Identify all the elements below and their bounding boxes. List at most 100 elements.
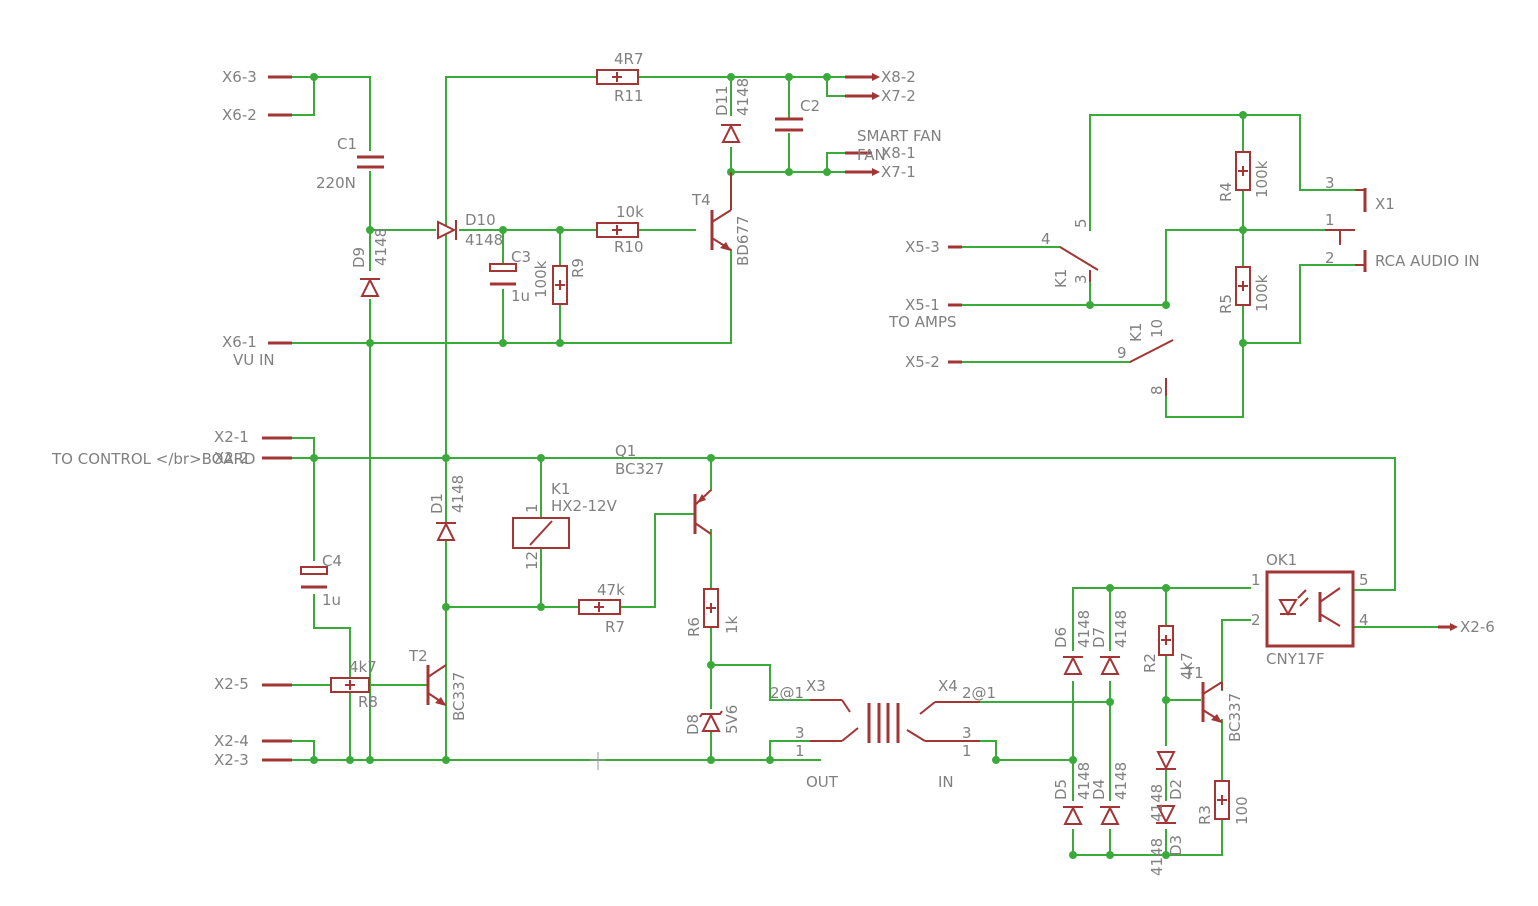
c3-value: 1u bbox=[511, 287, 530, 305]
d8-value: 5V6 bbox=[723, 705, 741, 734]
c3-capacitor bbox=[489, 263, 517, 286]
c2-capacitor bbox=[775, 117, 803, 132]
t2-value: BC337 bbox=[450, 672, 468, 721]
label-fan: FAN bbox=[857, 146, 886, 164]
pin-k1-3: 3 bbox=[1072, 274, 1090, 284]
q1-name: Q1 bbox=[615, 442, 636, 460]
r7-value: 47k bbox=[597, 581, 625, 599]
label-x2-2: X2-2 bbox=[214, 449, 249, 467]
label-x2-6: X2-6 bbox=[1460, 618, 1495, 636]
pin-k1-5: 5 bbox=[1072, 218, 1090, 228]
pin-x4-1: 1 bbox=[962, 742, 972, 760]
k1-contact-name-1: K1 bbox=[1052, 269, 1070, 288]
x3-x4-transformer bbox=[810, 699, 980, 743]
d5-value: 4148 bbox=[1075, 762, 1093, 800]
label-x3: X3 bbox=[806, 677, 826, 695]
r7-resistor bbox=[578, 599, 621, 615]
label-x6-1: X6-1 bbox=[222, 333, 257, 351]
label-to-control: TO CONTROL </br>BOARD bbox=[51, 450, 255, 468]
label-out: OUT bbox=[806, 773, 839, 791]
label-x4: X4 bbox=[938, 677, 958, 695]
d9-name: D9 bbox=[350, 247, 368, 268]
c3-name: C3 bbox=[511, 248, 531, 266]
d3-value: 4148 bbox=[1148, 838, 1166, 876]
pin-k1-8: 8 bbox=[1148, 385, 1166, 395]
d10-diode bbox=[437, 220, 457, 240]
r2-value: 4k7 bbox=[1178, 652, 1196, 680]
r6-resistor bbox=[703, 588, 719, 628]
r5-value: 100k bbox=[1253, 274, 1271, 312]
r10-name: R10 bbox=[614, 238, 644, 256]
d4-value: 4148 bbox=[1112, 762, 1130, 800]
c2-name: C2 bbox=[800, 97, 820, 115]
x7-1-pin bbox=[845, 168, 880, 176]
r5-resistor bbox=[1235, 266, 1251, 306]
c4-capacitor bbox=[300, 566, 328, 589]
d6-diode bbox=[1063, 655, 1083, 675]
grid-marker bbox=[590, 752, 606, 770]
label-x2-3: X2-3 bbox=[214, 751, 249, 769]
pin-k1-10: 10 bbox=[1148, 319, 1166, 338]
x8-2-pin bbox=[845, 73, 880, 81]
c4-value: 1u bbox=[322, 591, 341, 609]
pin-k1-12: 12 bbox=[523, 551, 541, 570]
label-in: IN bbox=[938, 773, 954, 791]
q1-transistor bbox=[693, 489, 712, 535]
pin-ok1-1: 1 bbox=[1251, 571, 1261, 589]
pin-ok1-5: 5 bbox=[1359, 571, 1369, 589]
c1-value: 220N bbox=[316, 174, 356, 192]
r3-value: 100 bbox=[1233, 796, 1251, 825]
label-x2-1: X2-1 bbox=[214, 428, 249, 446]
label-x5-1: X5-1 bbox=[905, 296, 940, 314]
t4-value: BD677 bbox=[734, 216, 752, 266]
r10-resistor bbox=[596, 222, 639, 238]
ok1-optocoupler bbox=[1265, 570, 1355, 648]
r4-name: R4 bbox=[1217, 182, 1235, 202]
pin-ok1-4: 4 bbox=[1359, 611, 1369, 629]
d3-diode bbox=[1156, 805, 1176, 825]
c4-name: C4 bbox=[322, 552, 342, 570]
d4-diode bbox=[1100, 805, 1120, 825]
label-x7-1: X7-1 bbox=[881, 163, 916, 181]
ok1-value: CNY17F bbox=[1266, 650, 1325, 668]
label-x5-3: X5-3 bbox=[905, 238, 940, 256]
label-vu-in: VU IN bbox=[233, 351, 275, 369]
q1-value: BC327 bbox=[615, 460, 664, 478]
t2-transistor bbox=[426, 664, 447, 706]
pin-x1-1: 1 bbox=[1325, 211, 1335, 229]
d5-diode bbox=[1063, 805, 1083, 825]
d1-diode bbox=[436, 521, 456, 541]
r9-resistor bbox=[552, 265, 568, 305]
d1-value: 4148 bbox=[449, 475, 467, 513]
d10-name: D10 bbox=[465, 211, 496, 229]
label-x7-2: X7-2 bbox=[881, 87, 916, 105]
label-x5-2: X5-2 bbox=[905, 353, 940, 371]
r4-resistor bbox=[1235, 151, 1251, 191]
r11-resistor bbox=[596, 69, 639, 85]
label-rca-audio-in: RCA AUDIO IN bbox=[1375, 252, 1480, 270]
d2-name: D2 bbox=[1167, 779, 1185, 800]
label-to-amps: TO AMPS bbox=[888, 313, 957, 331]
r4-value: 100k bbox=[1253, 160, 1271, 198]
k1-contact-name-2: K1 bbox=[1127, 323, 1145, 342]
pin-x1-2: 2 bbox=[1325, 249, 1335, 267]
pin-x4-2at1: 2@1 bbox=[962, 684, 996, 702]
x2-6-pin bbox=[1438, 623, 1458, 631]
label-x2-5: X2-5 bbox=[214, 675, 249, 693]
r2-name: R2 bbox=[1141, 653, 1159, 673]
r3-resistor bbox=[1214, 780, 1230, 820]
d7-diode bbox=[1100, 655, 1120, 675]
label-x8-1: X8-1 bbox=[881, 144, 916, 162]
d5-name: D5 bbox=[1052, 779, 1070, 800]
k1-name: K1 bbox=[551, 480, 570, 498]
pin-x3-2at1: 2@1 bbox=[770, 684, 804, 702]
d7-value: 4148 bbox=[1112, 610, 1130, 648]
d11-diode bbox=[721, 123, 741, 143]
k1-relay-contacts bbox=[1059, 246, 1174, 396]
pin-k1-1: 1 bbox=[523, 503, 541, 513]
k1-relay-coil bbox=[512, 517, 570, 549]
r6-name: R6 bbox=[685, 617, 703, 637]
d10-value: 4148 bbox=[465, 231, 503, 249]
pin-x4-3: 3 bbox=[962, 724, 972, 742]
